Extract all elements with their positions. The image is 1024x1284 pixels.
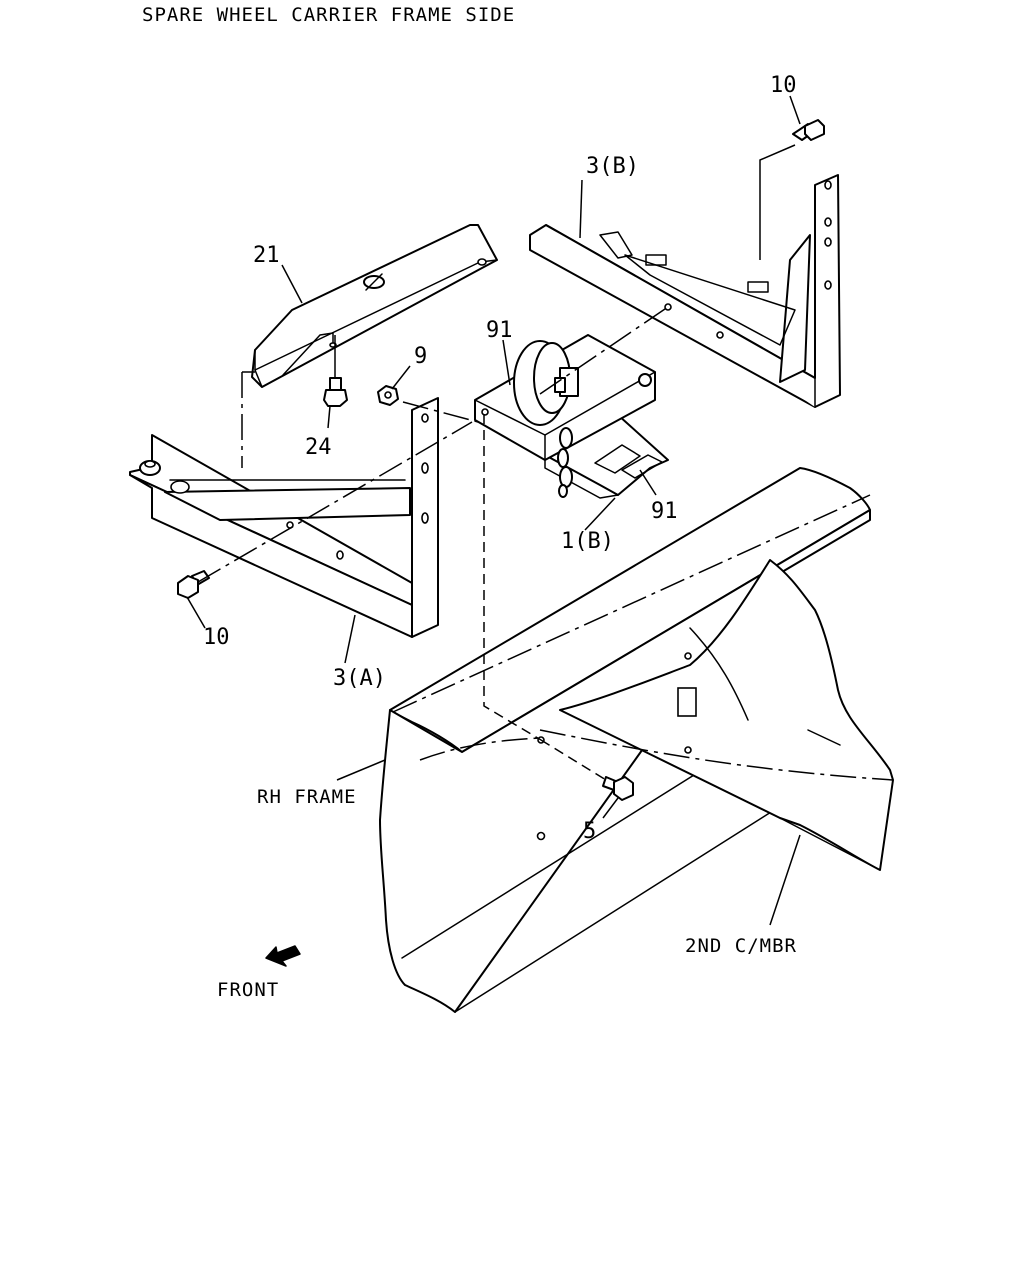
nut-9 <box>377 385 399 406</box>
part-21-plate <box>251 224 498 388</box>
callout-3b: 3(B) <box>586 154 639 179</box>
assembly-lines <box>197 144 796 781</box>
label-rh-frame: RH FRAME <box>257 786 357 808</box>
callout-9: 9 <box>414 344 427 369</box>
cross-member-plate <box>677 687 697 717</box>
part-3b-bracket <box>529 174 841 408</box>
leader-lines <box>186 95 801 926</box>
label-front: FRONT <box>217 979 279 1001</box>
callouts: 10 3(B) 21 91 9 24 91 1(B) 10 3(A) 5 <box>203 73 797 844</box>
front-arrow-icon <box>265 945 301 967</box>
callout-3a: 3(A) <box>333 666 386 691</box>
bolt-24 <box>323 377 348 407</box>
bolt-10-top <box>792 119 825 141</box>
callout-91-right: 91 <box>651 499 678 524</box>
callout-5: 5 <box>583 819 596 844</box>
callout-21: 21 <box>253 243 280 268</box>
callout-1b: 1(B) <box>561 529 614 554</box>
callout-10-top: 10 <box>770 73 797 98</box>
callout-91-top: 91 <box>486 318 513 343</box>
bolt-5 <box>602 776 634 801</box>
callout-24: 24 <box>305 435 332 460</box>
part-3a-bracket <box>129 397 439 638</box>
callout-10-left: 10 <box>203 625 230 650</box>
diagram-title: SPARE WHEEL CARRIER FRAME SIDE <box>142 4 515 26</box>
rh-frame-side <box>379 509 871 1013</box>
rh-frame-assembly <box>379 467 894 1013</box>
label-2nd-cmbr: 2ND C/MBR <box>685 935 797 957</box>
part-91-winch <box>474 334 656 498</box>
bolt-10-left <box>177 570 210 599</box>
